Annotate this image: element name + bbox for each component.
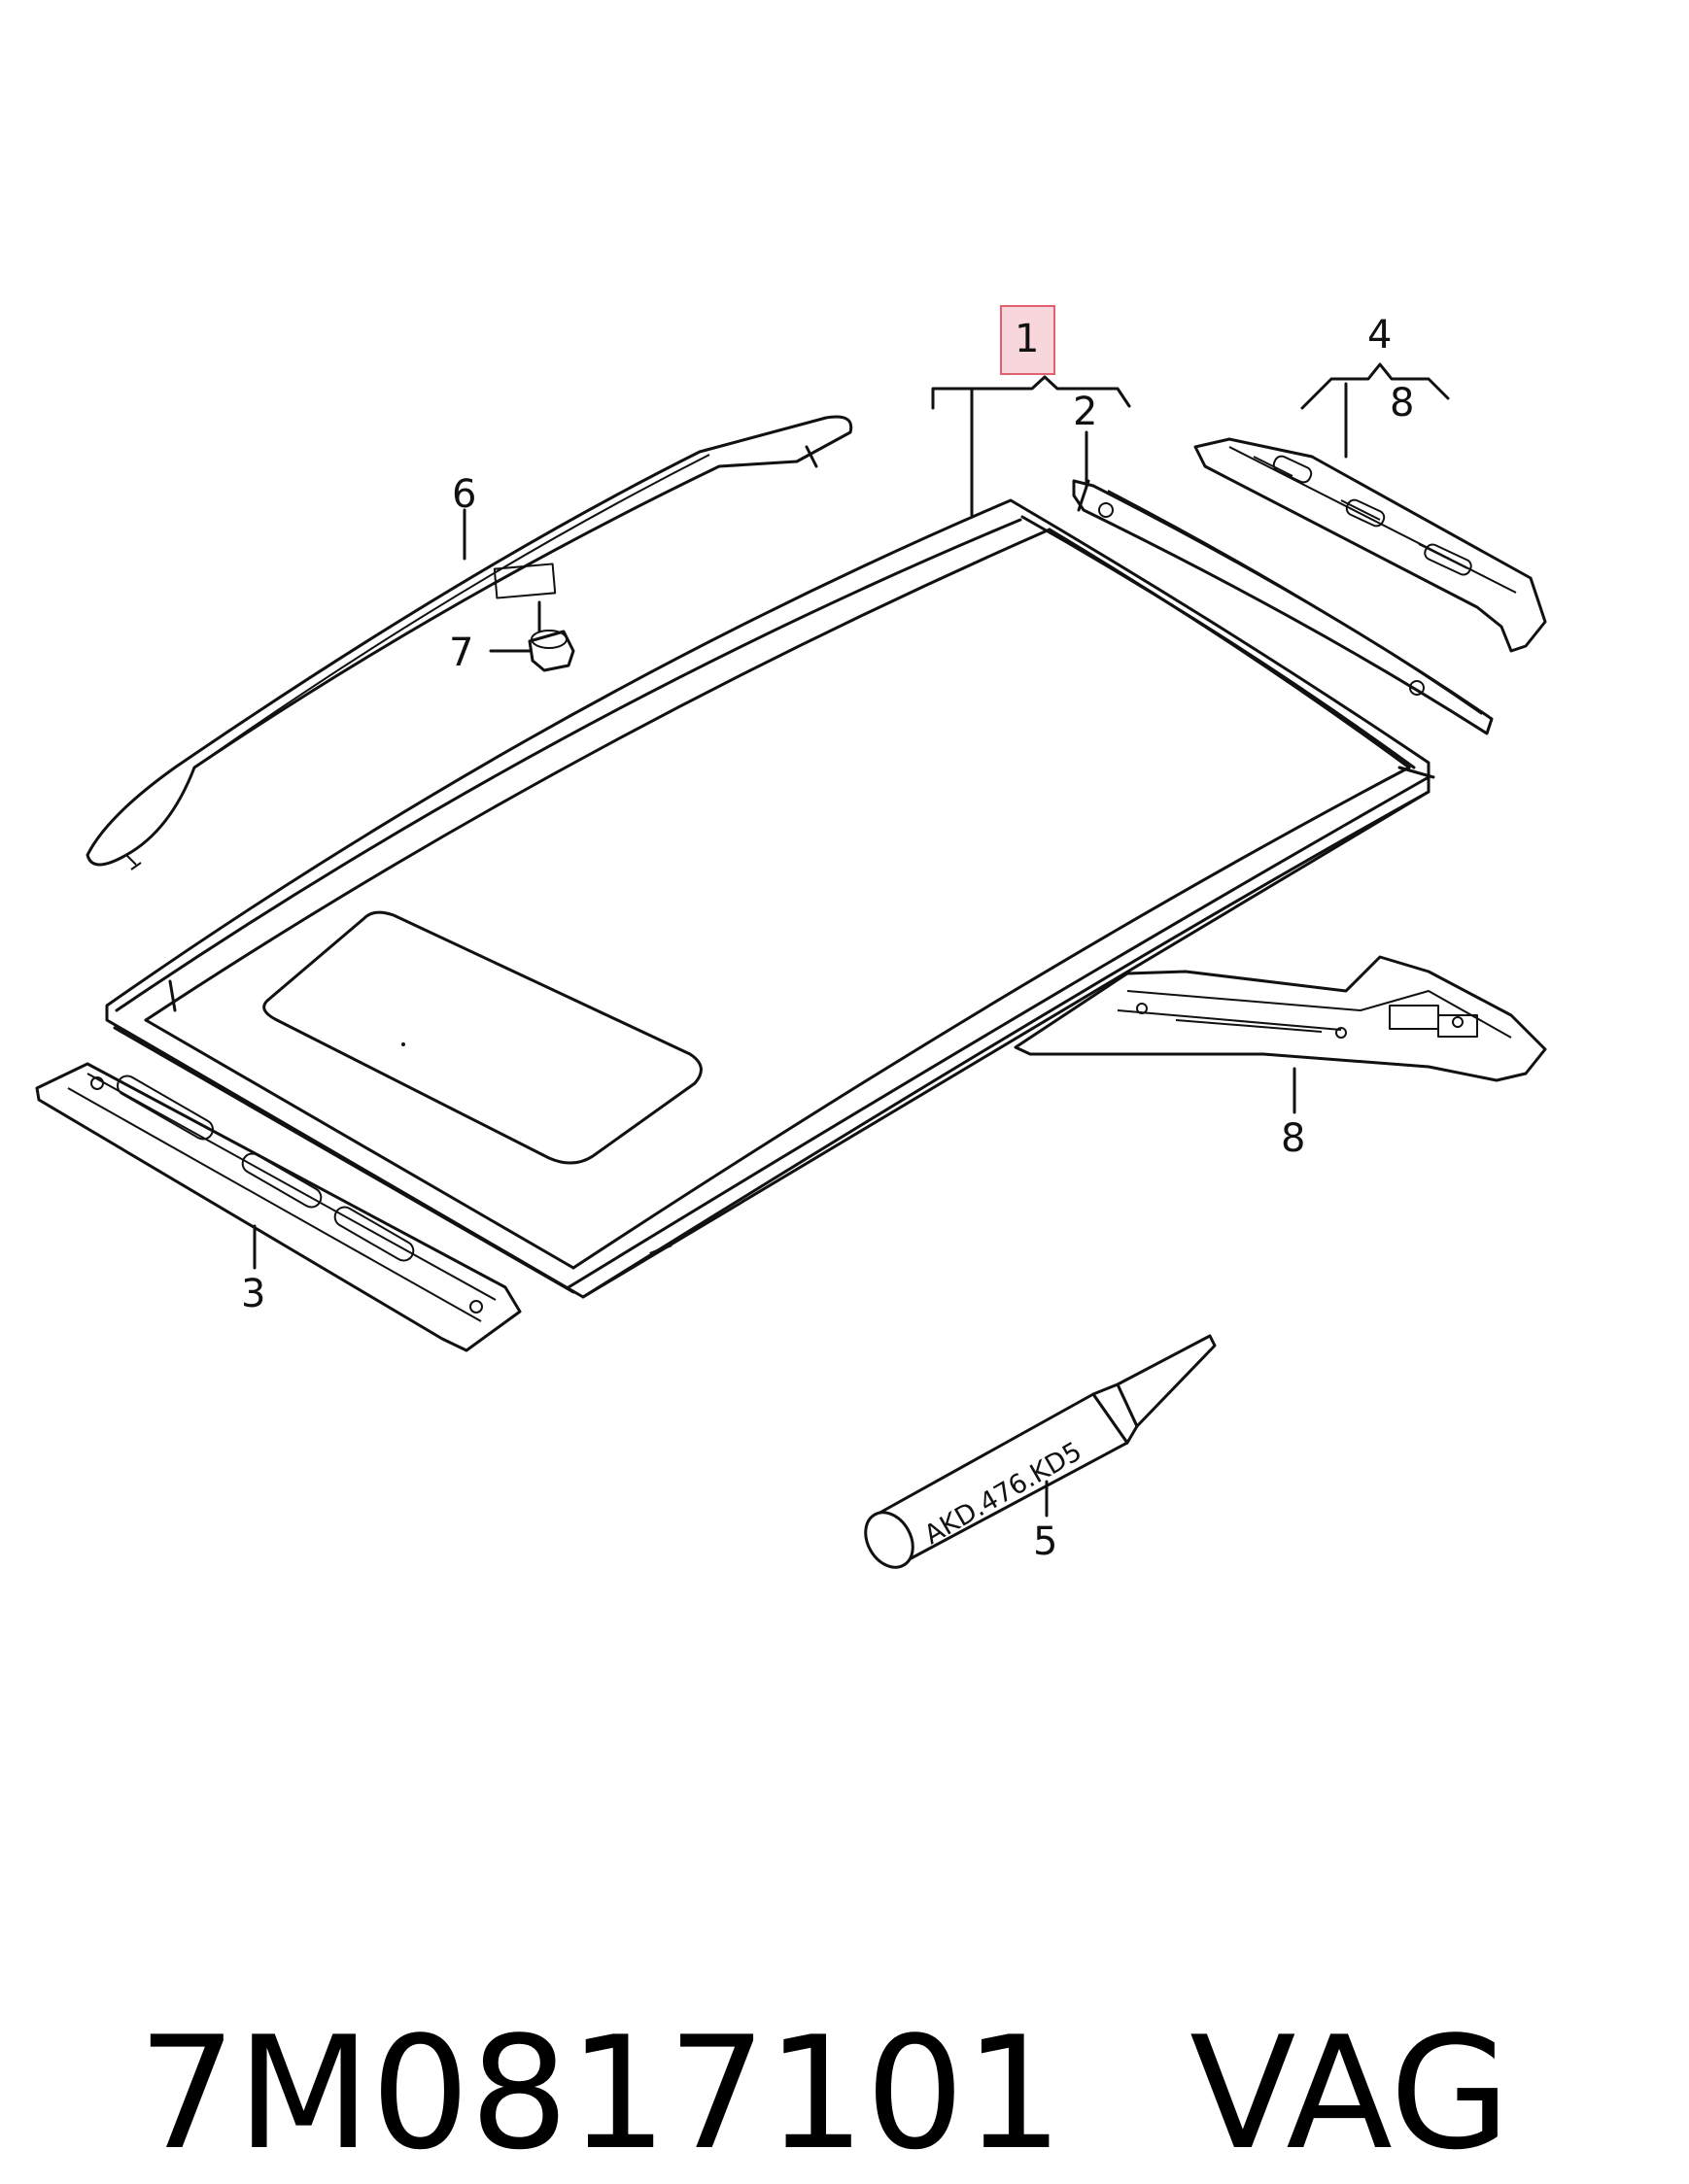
callout-7: 7: [449, 631, 473, 675]
leader-lines: [253, 362, 1450, 1518]
callout-4: 4: [1367, 313, 1392, 358]
side-reinforcement: [1014, 955, 1547, 1082]
callout-2: 2: [1073, 390, 1097, 434]
callout-5: 5: [1033, 1519, 1057, 1564]
rear-cross-member: [1193, 437, 1547, 653]
part-number: 7M0817101: [137, 2002, 1064, 2184]
callout-1-highlight: [1000, 305, 1055, 375]
callout-4-8: 8: [1390, 381, 1414, 426]
brand-name: VAG: [1189, 2002, 1510, 2184]
parts-diagram: AKD.476.KD5 1 2 4 8 6 7 8 3 5: [35, 305, 1547, 1569]
callout-3: 3: [241, 1272, 265, 1316]
callout-8: 8: [1281, 1116, 1305, 1161]
rail-fastener: [528, 600, 575, 672]
front-cross-member: [35, 1062, 522, 1352]
callout-1: 1: [1015, 317, 1039, 361]
rear-roof-frame: [1072, 479, 1494, 735]
callout-6: 6: [452, 472, 476, 517]
roof-panel: [105, 498, 1435, 1299]
roof-rail: [86, 415, 853, 870]
